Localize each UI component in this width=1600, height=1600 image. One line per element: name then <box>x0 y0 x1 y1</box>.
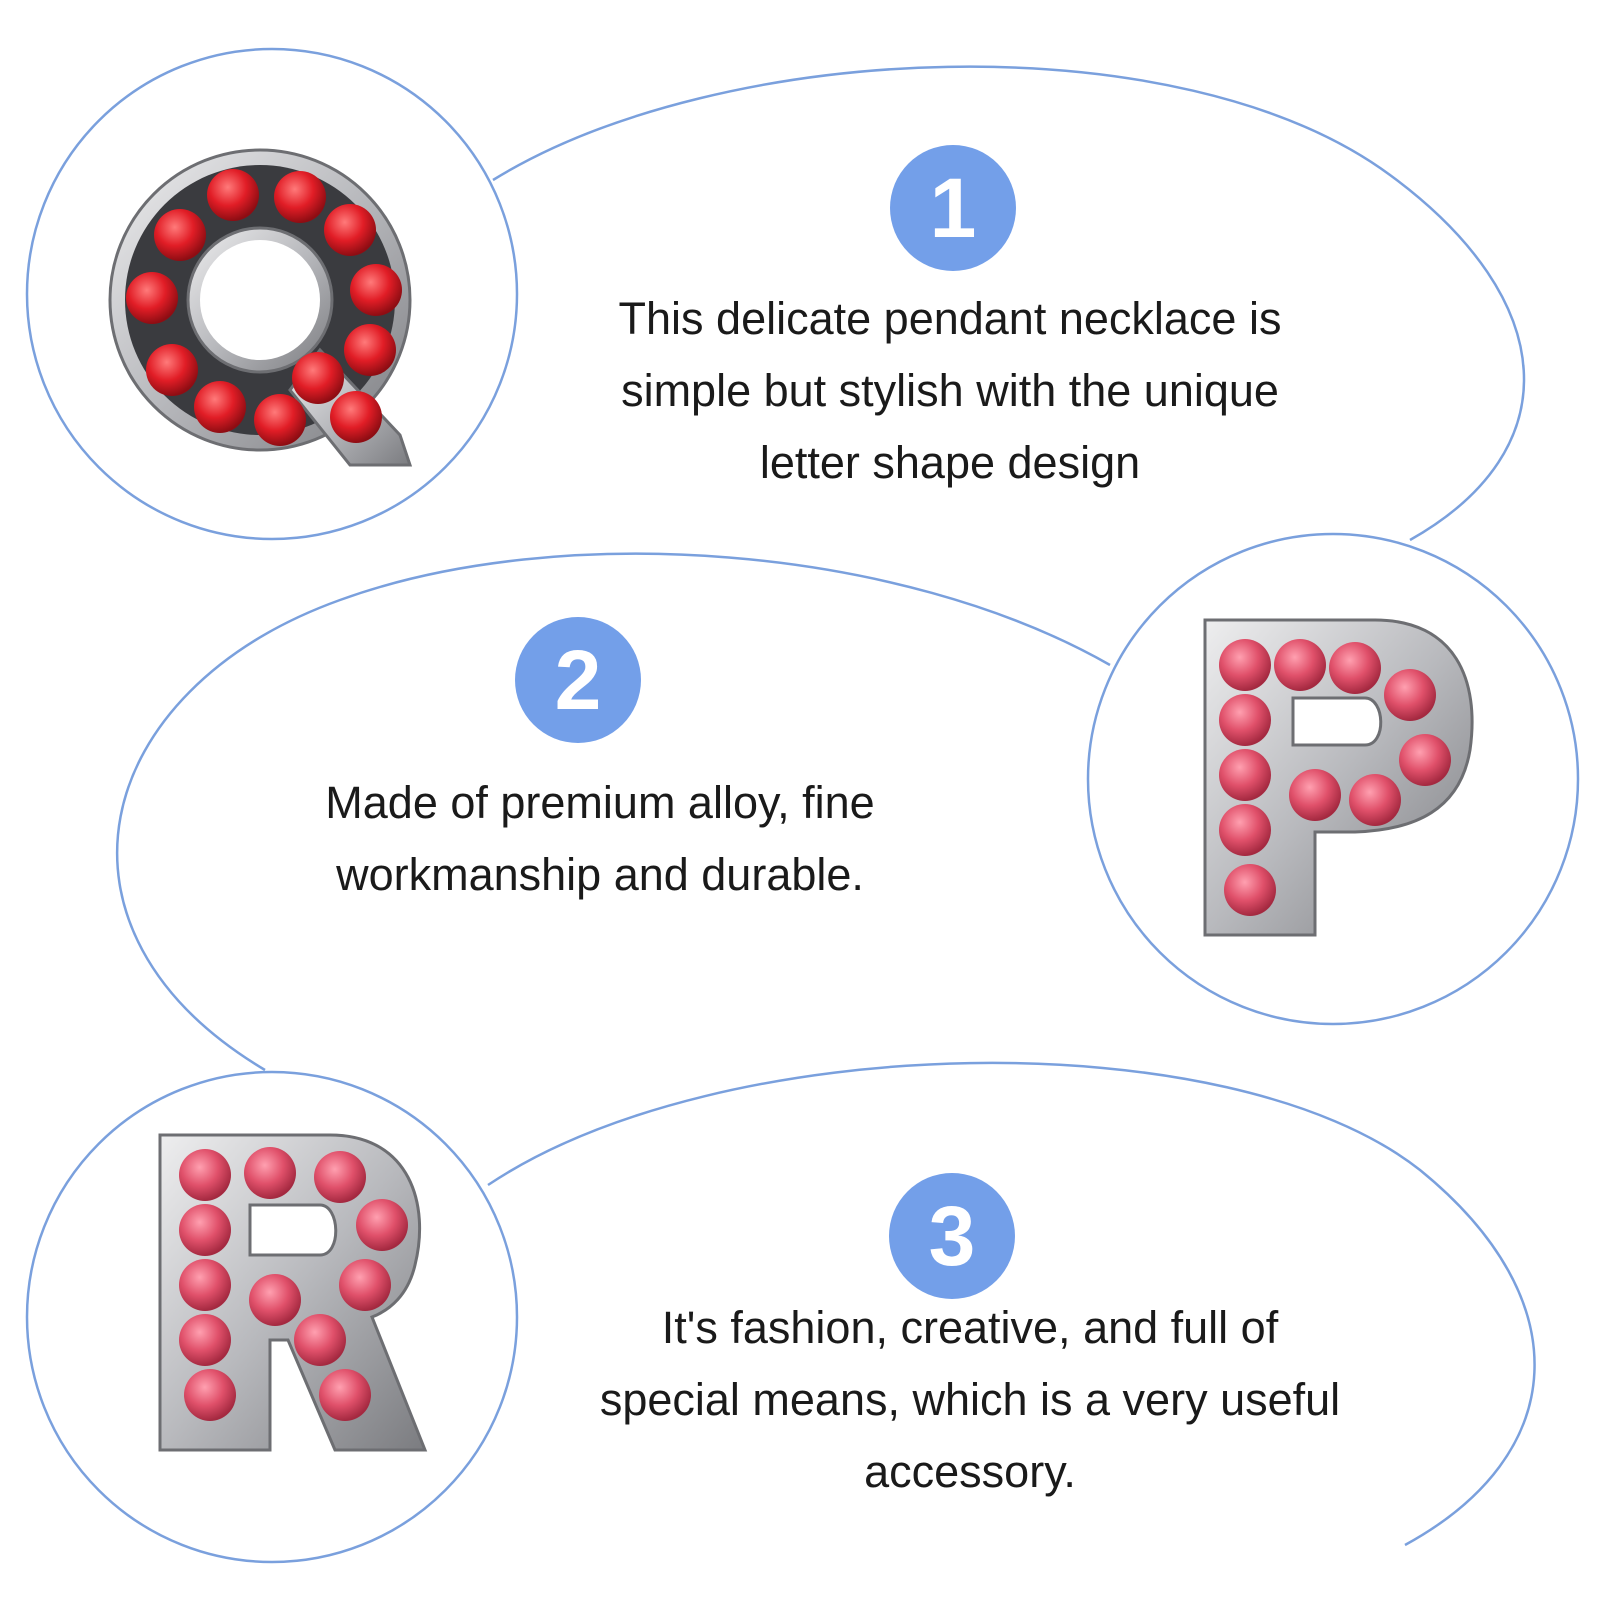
feature-2-number-badge: 2 <box>515 617 641 743</box>
bubble-1-outline <box>492 65 1526 542</box>
charm-circle-q <box>25 47 519 541</box>
feature-2-text: Made of premium alloy, fine workmanship … <box>325 777 875 900</box>
feature-3-text: It's fashion, creative, and full of spec… <box>599 1302 1341 1497</box>
letter-q-charm-image <box>108 148 413 467</box>
feature-3-number-badge: 3 <box>889 1173 1015 1299</box>
bubble-2-outline <box>116 552 1111 1072</box>
letter-p-charm-image <box>1203 618 1474 937</box>
letter-r-charm-image <box>158 1133 428 1452</box>
feature-1-text: This delicate pendant necklace is simple… <box>618 293 1282 488</box>
charm-circle-r <box>25 1070 519 1564</box>
charm-circle-p <box>1086 532 1580 1026</box>
feature-1-number-badge: 1 <box>890 145 1016 271</box>
bubble-3-outline <box>487 1061 1536 1547</box>
